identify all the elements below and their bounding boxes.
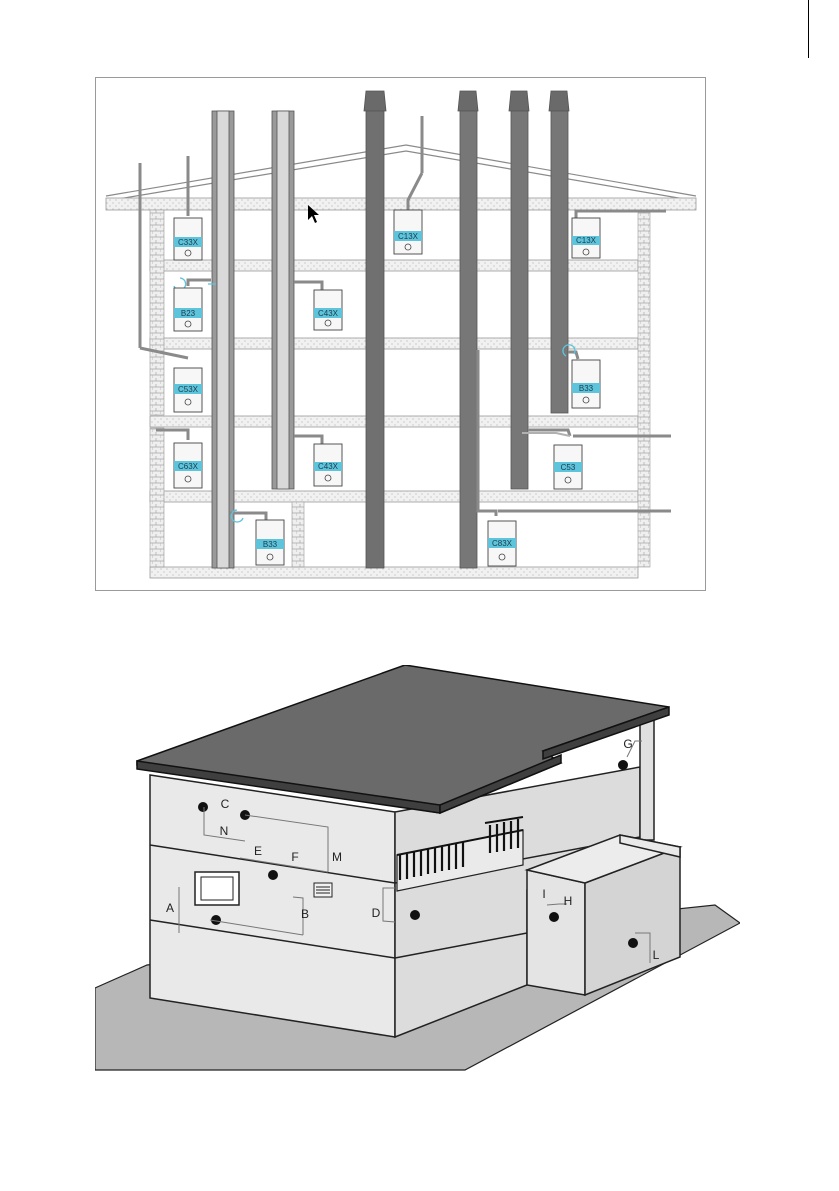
roof-outline xyxy=(106,145,696,201)
label-i: I xyxy=(542,887,545,901)
label-c53x: C53X xyxy=(178,385,199,394)
label-l: L xyxy=(653,948,660,962)
label-c43x-upper: C43X xyxy=(318,309,339,318)
label-n: N xyxy=(220,824,229,838)
label-b33-bottom: B33 xyxy=(263,540,278,549)
label-c83x: C83X xyxy=(492,539,513,548)
label-c33x: C33X xyxy=(178,238,199,247)
label-m: M xyxy=(332,850,342,864)
label-c13x-roof: C13X xyxy=(398,232,419,241)
label-c: C xyxy=(221,797,230,811)
label-a: A xyxy=(166,901,174,915)
label-e: E xyxy=(254,844,262,858)
label-b23: B23 xyxy=(181,309,196,318)
label-c63x: C63X xyxy=(178,462,199,471)
vent-grille xyxy=(314,883,332,897)
label-h: H xyxy=(564,894,573,908)
label-g: G xyxy=(623,737,632,751)
label-c53: C53 xyxy=(561,463,576,472)
label-b: B xyxy=(301,907,309,921)
label-b33-right: B33 xyxy=(579,384,594,393)
label-c13x-wall: C13X xyxy=(576,236,597,245)
label-c43x-lower: C43X xyxy=(318,462,339,471)
page-margin-rule xyxy=(808,0,809,58)
terminal-positioning-diagram: A B C D E F G H I L M N xyxy=(95,665,740,1075)
flue-systems-diagram: C33X C13X C13X B23 C43X C53X B33 C63X C4… xyxy=(95,77,706,591)
label-d: D xyxy=(372,906,381,920)
label-f: F xyxy=(291,850,298,864)
